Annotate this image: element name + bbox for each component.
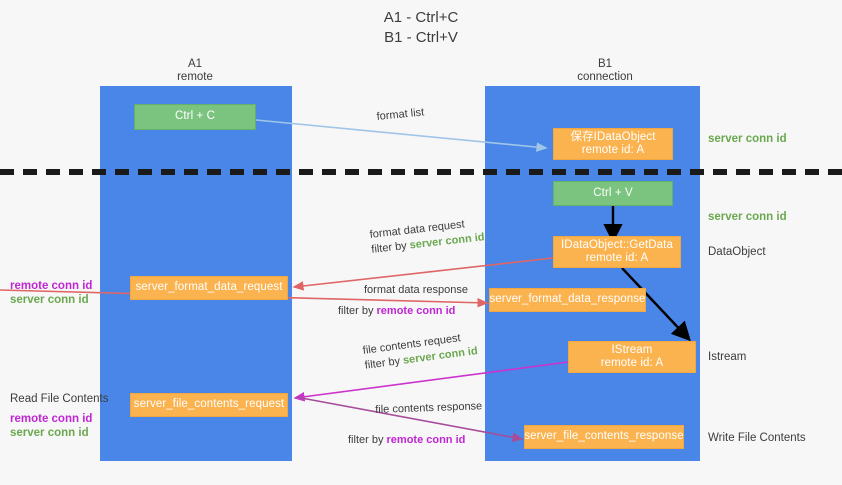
node-server-file-contents-response[interactable]: server_file_contents_response (524, 425, 684, 449)
left-label-server-conn-id-2: server conn id (10, 427, 89, 439)
node-ctrl-v[interactable]: Ctrl + V (553, 181, 673, 206)
column-header-a1-name: A1 (187, 58, 203, 70)
node-server-file-contents-request-label: server_file_contents_request (133, 398, 285, 411)
right-label-dataobject: DataObject (708, 246, 766, 258)
node-ctrl-c[interactable]: Ctrl + C (134, 104, 256, 130)
edge-label-format-data-response-text: format data response (364, 284, 468, 296)
node-ctrl-c-label: Ctrl + C (174, 110, 216, 123)
edge-label-file-contents-response-filter: filter by remote conn id (348, 433, 465, 448)
node-idataobject-getdata[interactable]: IDataObject::GetData remote id: A (553, 236, 681, 268)
node-istream[interactable]: IStream remote id: A (568, 341, 696, 373)
right-label-istream: Istream (708, 351, 747, 363)
left-label-server-conn-id-1: server conn id (10, 294, 89, 306)
left-label-remote-conn-id-2: remote conn id (10, 413, 93, 425)
node-istream-line2: remote id: A (600, 357, 664, 369)
node-save-idataobject-line1: 保存IDataObject (570, 130, 656, 143)
node-server-file-contents-response-label: server_file_contents_response (524, 430, 684, 443)
left-label-read-file-contents: Read File Contents (10, 393, 109, 405)
edge-label-format-list-text: format list (376, 106, 425, 123)
node-save-idataobject-line2: remote id: A (581, 144, 645, 156)
title-line-2: B1 - Ctrl+V (384, 29, 458, 46)
node-server-file-contents-request[interactable]: server_file_contents_request (130, 393, 288, 417)
right-label-server-conn-id-top: server conn id (708, 133, 787, 145)
column-header-b1: B1 connection (530, 58, 680, 84)
node-istream-line1: IStream (611, 343, 653, 356)
filter-prefix: filter by (370, 239, 411, 256)
node-server-format-data-request[interactable]: server_format_data_request (130, 276, 288, 300)
filter-value-remote-conn-id: remote conn id (386, 434, 466, 446)
edge-label-format-list: format list (376, 105, 425, 125)
column-header-a1-sub: remote (177, 71, 213, 83)
filter-prefix: filter by (338, 305, 377, 317)
node-server-format-data-response-label: server_format_data_response (489, 293, 646, 306)
column-header-b1-sub: connection (577, 71, 633, 83)
right-label-server-conn-id-mid: server conn id (708, 211, 787, 223)
edge-label-file-contents-response-text: file contents response (375, 400, 483, 416)
page-title: A1 - Ctrl+C B1 - Ctrl+V (0, 8, 842, 48)
node-server-format-data-request-label: server_format_data_request (135, 281, 283, 294)
node-ctrl-v-label: Ctrl + V (593, 186, 633, 199)
filter-value-remote-conn-id: remote conn id (376, 305, 456, 317)
edge-label-file-contents-request: file contents request filter by server c… (362, 329, 479, 374)
edge-label-format-data-response: format data response (364, 283, 468, 298)
edge-label-file-contents-response: file contents response (375, 399, 482, 418)
column-header-a1: A1 remote (120, 58, 270, 84)
right-label-write-file-contents: Write File Contents (708, 432, 806, 444)
filter-prefix: filter by (348, 434, 387, 446)
edge-label-format-data-response-filter: filter by remote conn id (338, 304, 455, 319)
title-line-1: A1 - Ctrl+C (383, 9, 459, 26)
node-idataobject-getdata-line1: IDataObject::GetData (561, 238, 673, 251)
filter-prefix: filter by (364, 354, 404, 372)
node-idataobject-getdata-line2: remote id: A (585, 252, 649, 264)
left-label-remote-conn-id-1: remote conn id (10, 280, 93, 292)
column-header-b1-name: B1 (597, 58, 613, 70)
edge-label-format-data-request: format data request filter by server con… (369, 215, 485, 257)
node-server-format-data-response[interactable]: server_format_data_response (489, 288, 646, 312)
node-save-idataobject[interactable]: 保存IDataObject remote id: A (553, 128, 673, 160)
